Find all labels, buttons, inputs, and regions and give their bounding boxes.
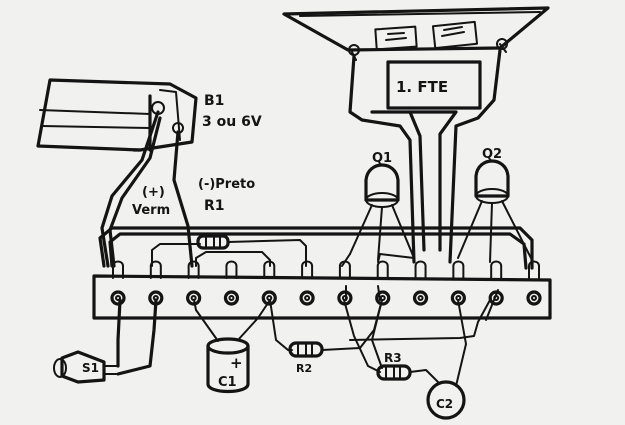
speaker-transformer (386, 60, 482, 110)
terminal-lug-hole (304, 295, 311, 301)
switch-s1 (53, 350, 119, 384)
terminal-lug-eyelet (526, 290, 542, 306)
terminal-lug-eyelet (261, 290, 277, 306)
battery-b1 (36, 78, 198, 152)
capacitor-c1 (206, 337, 250, 394)
terminal-lug-eyelet (375, 290, 391, 306)
r3-lead-right (409, 369, 439, 383)
b1-voltage-label: 3 ou 6V (202, 114, 262, 130)
terminal-lug-hole (417, 295, 424, 301)
terminal-lug-tab (414, 260, 427, 279)
terminal-lug-tab (301, 260, 314, 279)
terminal-lug-eyelet (412, 290, 429, 306)
r3-lead-up (371, 299, 383, 369)
r3-lead-left (343, 299, 381, 373)
battery-lead-red (100, 110, 160, 268)
transistor-q1 (349, 163, 415, 261)
terminal-lug-eyelet (110, 290, 126, 306)
red-wire-label: Verm (132, 203, 170, 218)
black-wire-label: (-)Preto (198, 177, 255, 192)
speaker-label: 1. FTE (396, 78, 448, 96)
switch-wire-1 (116, 298, 122, 368)
c2-label: C2 (436, 397, 453, 411)
c1-label: C1 (218, 375, 237, 390)
terminal-lug-eyelet (223, 290, 240, 306)
terminal-lug-tab (263, 260, 276, 279)
transistor-q2 (457, 159, 533, 263)
r1-lead (151, 243, 201, 267)
q2-label: Q2 (482, 147, 502, 162)
b1-label: B1 (204, 93, 224, 109)
capacitor-c2 (426, 380, 466, 420)
r3-label: R3 (384, 351, 402, 365)
terminal-lug-hole (228, 295, 235, 301)
battery-lead-black (172, 130, 194, 268)
terminal-lug-tab (490, 260, 503, 279)
c1-lead-left (193, 299, 219, 342)
terminal-lug-tab (112, 260, 124, 279)
plus-label: (+) (142, 185, 165, 200)
s1-label: S1 (82, 361, 99, 375)
terminal-lug-tab (452, 260, 465, 279)
r2-lead-left (269, 299, 293, 351)
jumper-wire-long-2 (108, 232, 528, 270)
c1-lead-right (237, 299, 271, 341)
terminal-strip (92, 260, 552, 320)
c1-polarity: + (230, 354, 243, 372)
jumper-wire-long (98, 226, 534, 270)
transformer-lead-left (348, 54, 416, 264)
terminal-lug-hole (531, 295, 537, 301)
terminal-lug-tab (187, 260, 200, 279)
terminal-lug-eyelet (186, 290, 202, 306)
terminal-lug-tab (149, 260, 162, 279)
terminal-lug-eyelet (299, 290, 315, 306)
q1-label: Q1 (372, 151, 392, 166)
c2-lead (455, 299, 467, 387)
transformer-lead-right (448, 48, 502, 264)
terminal-lug-tab (338, 260, 351, 279)
terminal-lug-tab (528, 260, 540, 279)
r2-label: R2 (296, 362, 312, 375)
terminal-lug-tab (376, 260, 389, 279)
terminal-lug-hole (115, 295, 121, 301)
terminal-lug-tab (225, 260, 238, 279)
switch-wire-2 (116, 298, 158, 376)
r1-label: R1 (204, 198, 225, 214)
